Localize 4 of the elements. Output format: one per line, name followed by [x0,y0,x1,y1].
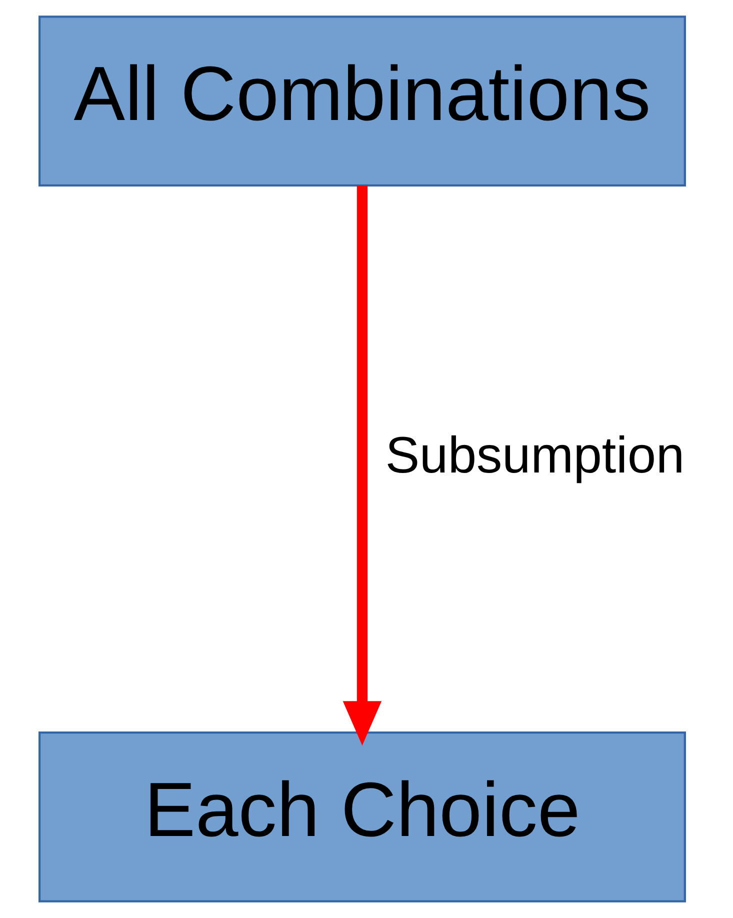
edge-label: Subsumption [385,426,685,484]
node-box: All Combinations [38,16,686,187]
node-box: Each Choice [38,731,686,902]
arrow [342,186,382,746]
